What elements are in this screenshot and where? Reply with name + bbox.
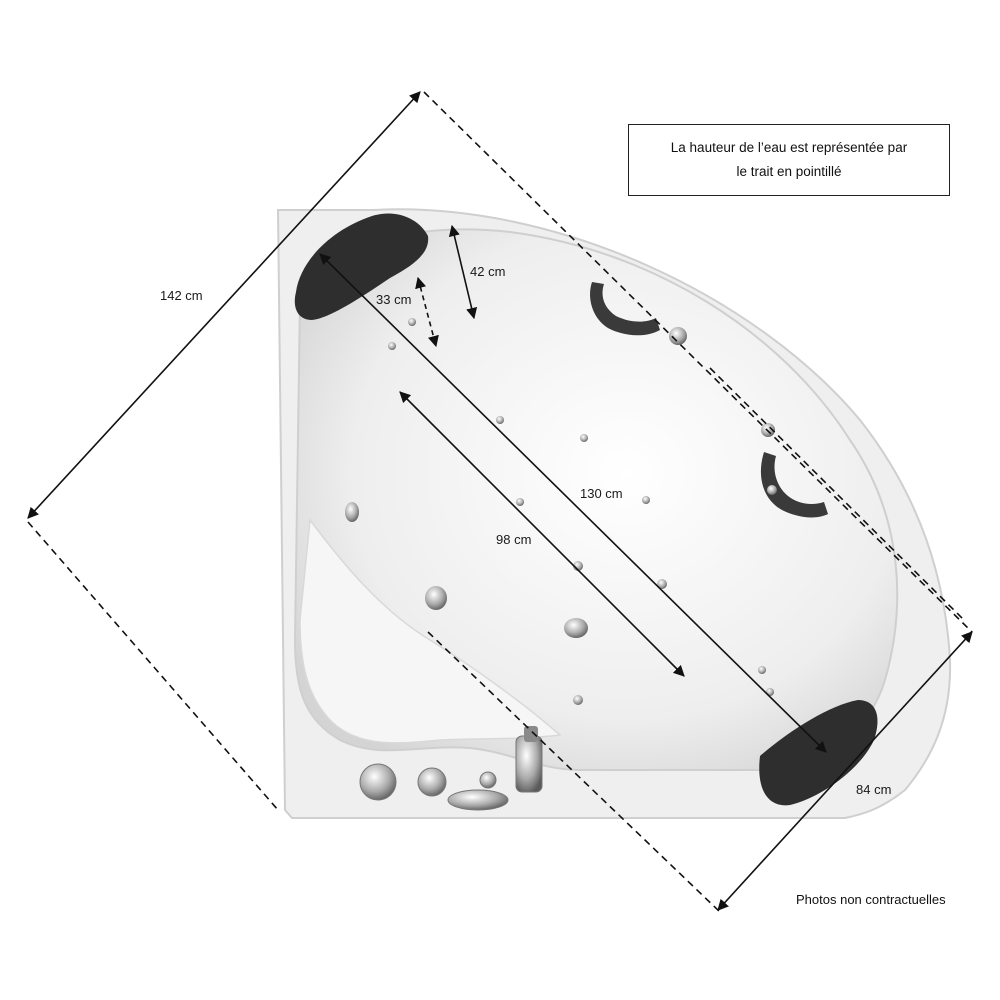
water-level-note-line2: le trait en pointillé bbox=[736, 164, 842, 179]
width-label: 84 cm bbox=[856, 782, 891, 797]
faucet-spout bbox=[524, 726, 538, 742]
shower-head bbox=[447, 789, 509, 811]
overall-diagonal-line bbox=[27, 91, 421, 519]
jet bbox=[573, 695, 583, 705]
water-level-note: La hauteur de l’eau est représentée par … bbox=[628, 124, 950, 196]
water-level-dashed-line-left bbox=[27, 521, 279, 811]
seat-length-label: 98 cm bbox=[496, 532, 531, 547]
control-knob bbox=[359, 763, 397, 801]
disclaimer: Photos non contractuelles bbox=[796, 892, 946, 907]
jet-large bbox=[425, 586, 447, 610]
faucet bbox=[515, 735, 543, 793]
inner-length-label: 130 cm bbox=[580, 486, 623, 501]
water-height-label: 33 cm bbox=[376, 292, 411, 307]
water-height-line bbox=[415, 276, 439, 348]
jet bbox=[496, 416, 504, 424]
width-line bbox=[717, 631, 973, 911]
jet bbox=[767, 485, 777, 495]
jet bbox=[758, 666, 766, 674]
jet bbox=[642, 496, 650, 504]
overall-diagonal-label: 142 cm bbox=[160, 288, 203, 303]
depth-line bbox=[448, 224, 478, 320]
dimension-labels: 142 cm 42 cm 33 cm 130 cm 98 cm 84 cm bbox=[160, 264, 891, 797]
depth-label: 42 cm bbox=[470, 264, 505, 279]
control-knob bbox=[479, 771, 497, 789]
jet bbox=[669, 327, 687, 345]
jet bbox=[580, 434, 588, 442]
water-level-dashed-line-bottom bbox=[427, 631, 721, 913]
dimension-lines bbox=[27, 91, 973, 913]
jet bbox=[516, 498, 524, 506]
water-level-note-line1: La hauteur de l’eau est représentée par bbox=[670, 140, 908, 155]
seat-length-line bbox=[399, 391, 685, 677]
jet bbox=[388, 342, 396, 350]
jet-large bbox=[564, 618, 588, 638]
jet-large bbox=[345, 502, 359, 522]
control-knob bbox=[417, 767, 447, 797]
jet bbox=[408, 318, 416, 326]
